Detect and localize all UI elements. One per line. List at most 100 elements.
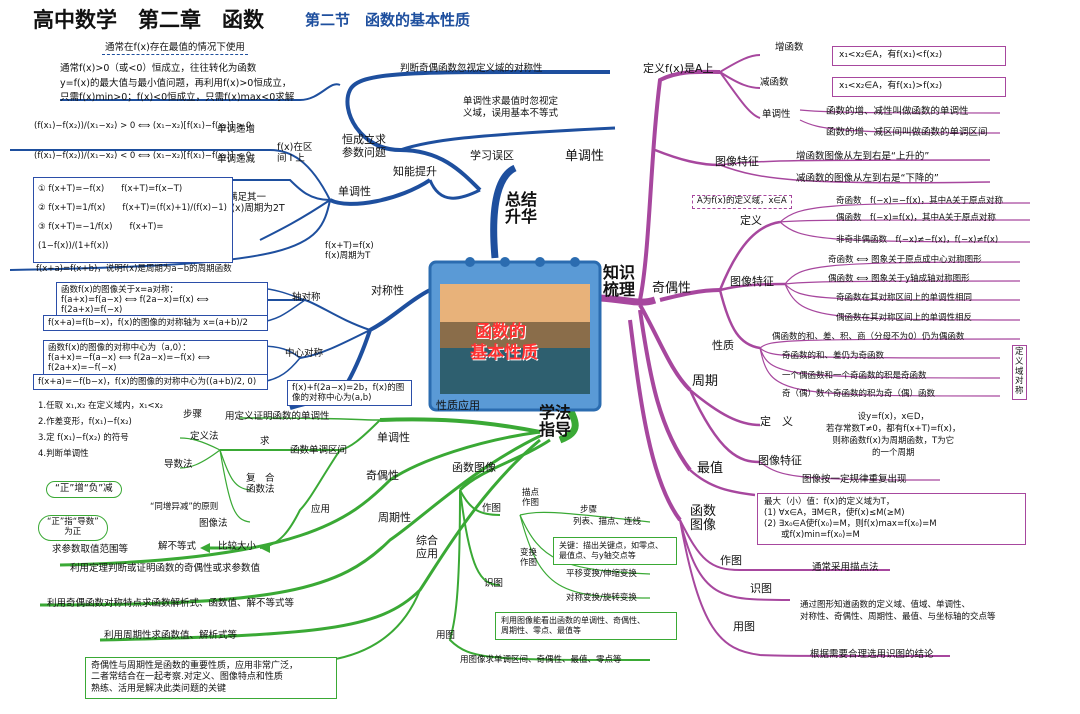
center-title-line1: 函数的 [475, 322, 526, 342]
dec-def-box: x₁<x₂∈A，有f(x₁)>f(x₂) [832, 77, 1006, 97]
kn-use: 用图 [733, 620, 755, 633]
branch-summary: 总结升华 [505, 190, 538, 226]
period-formula-box: ① f(x+T)=−f(x) f(x+T)=f(x−T)② f(x+T)=1/f… [33, 177, 233, 263]
derivative-method: 导数法 [164, 459, 193, 470]
knowledge-extreme: 最值 [697, 461, 724, 476]
method-periodic: 周期性 [378, 511, 411, 524]
trace-key-box: 关键：描出关键点，如零点、最值点、与y轴交点等 [553, 537, 677, 565]
trace-step: 步骤 [580, 505, 598, 515]
page-title: 高中数学 第二章 函数 [33, 8, 264, 32]
axis-sym-box-1: 函数f(x)的图像关于x=a对称：f(a+x)=f(a−x) ⟺ f(2a−x)… [56, 282, 268, 319]
method-draw: 作图 [482, 503, 502, 514]
method-use-text: 用图像求单调区间、奇偶性、最值、零点等 [460, 655, 622, 665]
compare-label: 比较大小 [218, 541, 257, 552]
nature-item-2: 奇函数的和、差仍为奇函数 [782, 351, 885, 361]
trace-step-text: 列表、描点、连线 [573, 517, 642, 527]
center-title-line2: 基本性质 [470, 343, 538, 363]
axis-sym-box-2: f(x+a)=f(b−x)，f(x)的图像的对称轴为 x=(a+b)/2 [43, 315, 268, 332]
period-T: f(x+T)=f(x)f(x)周期为T [325, 241, 374, 261]
monotone-item-2: 函数的增、减区间叫做函数的单调区间 [826, 127, 988, 138]
pos-neg-bubble: “正”增“负”减 [46, 481, 122, 498]
error-item-2: 单调性求最值时忽视定 [463, 96, 559, 107]
constant-problem-label: 恒成立求参数问题 [342, 133, 386, 160]
domain-sym-box: 定义域对称 [1012, 345, 1027, 400]
apply-label: 应用 [311, 504, 331, 515]
method-mono: 单调性 [377, 431, 410, 444]
mono-image-feat: 图像特征 [715, 155, 759, 168]
pos-deriv-bubble: “正”指“导数”为正 [38, 515, 108, 541]
mono-image-item-1: 增函数图像从左到右是“上升的” [796, 151, 930, 162]
def-method: 定义法 [190, 431, 219, 442]
knowledge-func-image: 函数图像 [690, 504, 717, 534]
seek-label: 求 [260, 436, 270, 447]
kn-read: 识图 [750, 582, 772, 595]
property-use: 性质应用 [436, 399, 480, 412]
kn-use-text: 根据需要合理选用识图的结论 [810, 649, 934, 660]
steps-label: 步骤 [183, 409, 203, 420]
period-def: 定 义 [760, 415, 793, 428]
mono-interval-label: 函数单调区间 [290, 445, 348, 456]
prove-mono: 用定义证明函数的单调性 [225, 411, 330, 422]
axis-sym-label: 轴对称 [292, 292, 321, 303]
ineq-label: 解不等式 [158, 541, 197, 552]
transform-label: 变换作图 [520, 548, 538, 568]
extreme-box: 最大（小）值：f(x)的定义域为T，(1) ∀x∈A，∃M∈R，使f(x)≤M(… [757, 493, 1026, 546]
period-use: 利用周期性求函数值、解析式等 [104, 630, 238, 641]
nature-item-1: 偶函数的和、差、积、商（分母不为0）仍为偶函数 [772, 332, 965, 342]
parity-item-2: 偶函数 f(−x)=f(x)，其中A关于原点对称 [836, 213, 996, 223]
period-image: 图像特征 [758, 454, 802, 467]
nature-item-4: 奇（偶）数个奇函数的积为奇（偶）函数 [782, 389, 936, 399]
mono-def: 定义f(x)是A上 [643, 62, 714, 75]
kn-draw-text: 通常采用描点法 [812, 562, 879, 573]
error-item-1: 判断奇偶函数忽视定义域的对称性 [400, 63, 543, 74]
mono-interval: f(x)在区间 I 上 [277, 142, 313, 164]
same-inc-rule: “同增异减”的原则 [150, 502, 219, 512]
monotone-label: 单调性 [762, 109, 791, 120]
method-read: 识图 [484, 578, 504, 589]
parity-image-item-2: 偶函数 ⟺ 图象关于y轴成轴对称图形 [828, 274, 970, 284]
mono-dec-label: 单调递减 [217, 154, 256, 165]
method-parity: 奇偶性 [366, 469, 399, 482]
parity-image-item-3: 奇函数在其对称区间上的单调性相同 [836, 293, 973, 303]
monotone-item-1: 函数的增、减性叫做函数的单调性 [826, 106, 969, 117]
header-note: 通常在f(x)存在最值的情况下使用 [102, 42, 248, 55]
nature-item-3: 一个偶函数和一个奇函数的积是奇函数 [782, 371, 927, 381]
mono-image-item-2: 减函数的图像从左到右是“下降的” [796, 173, 939, 184]
inc-def-box: x₁<x₂∈A，有f(x₁)<f(x₂) [832, 46, 1006, 66]
transform-item-1: 平移变换/伸缩变换 [566, 569, 637, 579]
period-def-text: 设y=f(x)，x∈D，若存常数T≠0，都有f(x+T)=f(x)，则称函数f(… [826, 412, 961, 458]
method-summary-box: 奇偶性与周期性是函数的重要性质，应用非常广泛，二者常结合在一起考察.对定义、图像… [85, 657, 337, 699]
param-label: 求参数取值范围等 [52, 544, 129, 555]
error-item-3: 义域，误用基本不等式 [463, 108, 559, 119]
period-ab: f(x+a)=f(x+b)，说明f(x)是周期为a−b的周期函数 [36, 264, 232, 274]
compound-method: 复 合函数法 [246, 473, 275, 496]
kn-read-text: 通过图形知道函数的定义域、值域、单调性、对称性、奇偶性、周期性、最值、与坐标轴的… [800, 600, 996, 622]
nature-label: 性质 [712, 339, 734, 352]
period-image-text: 图像按一定规律重复出现 [802, 474, 907, 485]
dec-label: 减函数 [760, 77, 789, 88]
center-sym-box-3: f(x)+f(2a−x)=2b，f(x)的图像的对称中心为(a,b) [287, 380, 412, 407]
parity-image-item-1: 奇函数 ⟺ 图象关于原点成中心对称图形 [828, 255, 982, 265]
transform-item-2: 对称变换/旋转变换 [566, 593, 637, 603]
section-title: 第二节 函数的基本性质 [305, 11, 471, 29]
mono-inc-formula: (f(x₁)−f(x₂))/(x₁−x₂) > 0 ⟺ (x₁−x₂)[f(x₁… [34, 121, 252, 131]
parity-image: 图像特征 [730, 275, 774, 288]
trace-label: 描点作图 [522, 488, 540, 508]
knowledge-period: 周期 [692, 374, 719, 389]
method-func-image: 函数图像 [452, 461, 496, 474]
parity-image-item-4: 偶函数在其对称区间上的单调性相反 [836, 313, 973, 323]
parity-use: 利用定理判断或证明函数的奇偶性或求参数值 [70, 563, 261, 574]
parity-item-1: 奇函数 f(−x)=−f(x)，其中A关于原点对称 [836, 196, 1003, 206]
knowledge-mono: 单调性 [565, 149, 605, 164]
kn-draw: 作图 [720, 554, 742, 567]
branch-knowledge: 知识梳理 [603, 263, 636, 299]
parity-def: 定义 [740, 214, 762, 227]
summary-mono: 单调性 [338, 185, 371, 198]
parity-note: A为f(x)的定义域，x∈A [692, 195, 792, 209]
image-method: 图像法 [199, 518, 228, 529]
mono-inc-label: 单调递增 [217, 124, 256, 135]
center-sym-box-2: f(x+a)=−f(b−x)，f(x)的图像的对称中心为((a+b)/2, 0) [33, 374, 268, 391]
comp-app: 综合应用 [416, 534, 438, 560]
